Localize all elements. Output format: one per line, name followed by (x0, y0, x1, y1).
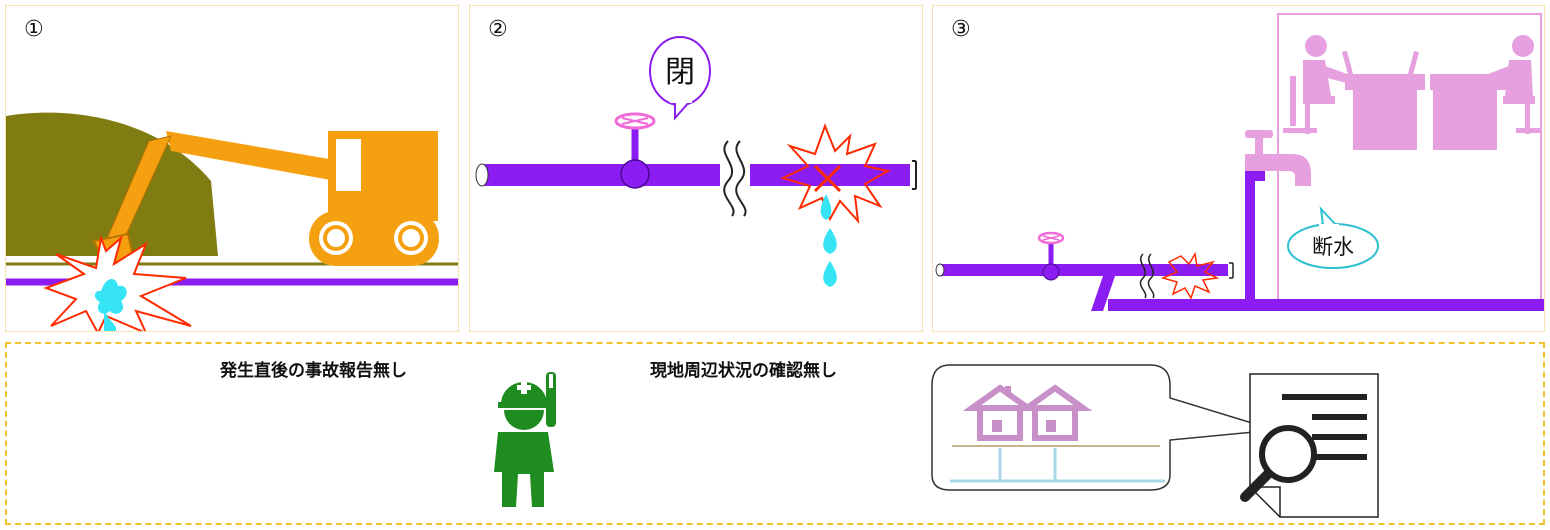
faucet-icon (1245, 130, 1311, 186)
caption-no-site-check: 現地周辺状況の確認無し (650, 361, 837, 380)
valve-bubble (649, 36, 711, 121)
burst-icon (43, 234, 192, 331)
valve-bubble-text: 閉 (665, 55, 695, 90)
summary-frame (5, 342, 1545, 525)
panel-1: ① (5, 5, 459, 332)
water-drops (820, 194, 837, 287)
panel-3-number: ③ (951, 16, 971, 41)
water-mains (950, 448, 1165, 483)
faucet-bubble-text: 断水 (1312, 235, 1354, 259)
valve-icon (614, 112, 656, 189)
panel-2: ② 閉 (469, 5, 923, 332)
panel-2-number: ② (488, 16, 508, 41)
panel-2-illustration: 閉 (475, 36, 917, 287)
valve-icon (1037, 231, 1065, 281)
office-workers-icon (1283, 35, 1541, 150)
supply-pipes (938, 171, 1544, 311)
panel-3: ③ (932, 5, 1545, 332)
faucet-bubble (1287, 206, 1379, 269)
houses-bubble (931, 364, 1276, 491)
excavator-icon (92, 131, 439, 270)
pipe-left (480, 164, 720, 186)
panel-3-illustration: 断水 (935, 13, 1544, 311)
break-mark (1139, 253, 1147, 299)
worker-icon (494, 372, 556, 507)
document-search-icon (1240, 373, 1379, 518)
panel-1-illustration (6, 112, 458, 331)
break-mark (723, 140, 735, 217)
magnifier-icon (1240, 425, 1317, 502)
burst-icon (780, 123, 891, 225)
burst-icon (1160, 251, 1220, 300)
panel-1-number: ① (24, 16, 44, 41)
caption-no-accident-report: 発生直後の事故報告無し (220, 361, 407, 380)
houses-icon (962, 384, 1093, 441)
